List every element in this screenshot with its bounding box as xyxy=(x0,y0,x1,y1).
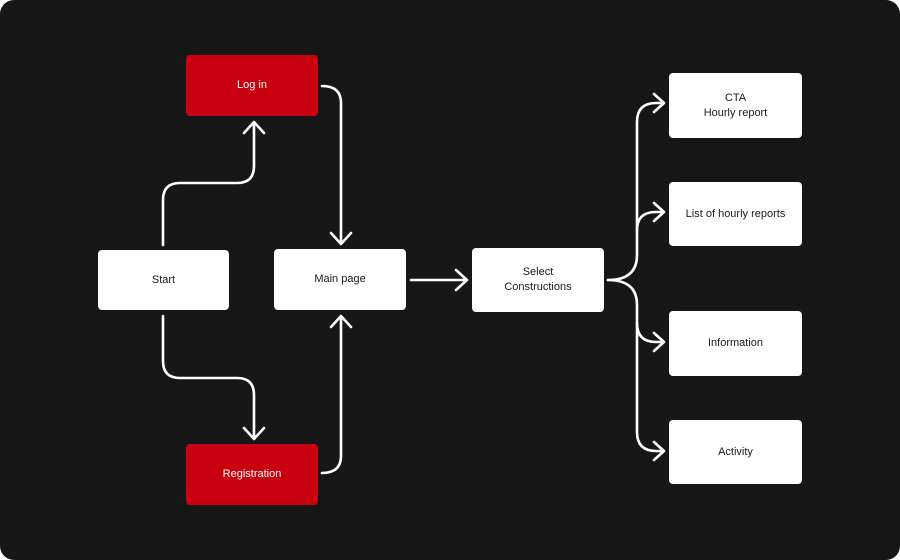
edge-select-to-list-of-hourly-reports-arrowhead xyxy=(652,201,666,223)
edge-select-to-information-arrowhead xyxy=(652,331,666,353)
node-log-in[interactable]: Log in xyxy=(186,55,318,116)
node-activity[interactable]: Activity xyxy=(669,420,802,484)
edge-start-to-registration xyxy=(161,314,256,439)
edge-login-to-main-page-arrowhead xyxy=(329,231,353,246)
edge-start-to-login-arrowhead xyxy=(242,120,266,135)
edge-select-to-list-of-hourly-reports xyxy=(635,210,665,232)
node-registration[interactable]: Registration xyxy=(186,444,318,505)
node-cta-hourly-report-line-2: Hourly report xyxy=(703,106,768,119)
node-list-of-hourly-reports-label: List of hourly reports xyxy=(685,207,786,220)
node-start[interactable]: Start xyxy=(98,250,229,310)
node-log-in-label: Log in xyxy=(237,79,267,91)
edge-registration-to-main-page-arrowhead xyxy=(329,314,353,329)
node-list-of-hourly-reports[interactable]: List of hourly reports xyxy=(669,182,802,246)
edge-start-to-registration-arrowhead xyxy=(242,426,266,441)
node-select-constructions[interactable]: Select Constructions xyxy=(472,248,604,312)
edge-registration-to-main-page xyxy=(320,315,343,475)
node-select-constructions-line-2: Constructions xyxy=(504,281,572,293)
edge-select-to-activity xyxy=(635,321,665,453)
node-select-constructions-line-1: Select xyxy=(522,266,554,278)
node-information[interactable]: Information xyxy=(669,311,802,376)
node-activity-label: Activity xyxy=(718,445,753,458)
edge-select-to-activity-arrowhead xyxy=(652,440,666,462)
edge-main-page-to-select-constructions-arrowhead xyxy=(454,268,469,292)
node-main-page-label: Main page xyxy=(314,273,366,285)
edge-select-to-cta-hourly-report-arrowhead xyxy=(652,92,666,114)
node-main-page[interactable]: Main page xyxy=(274,249,406,310)
node-cta-hourly-report-line-1: CTA xyxy=(724,91,747,104)
node-registration-label: Registration xyxy=(222,468,282,480)
node-start-label: Start xyxy=(151,273,176,286)
edge-login-to-main-page xyxy=(320,84,343,245)
edge-select-to-cta-hourly-report xyxy=(606,101,665,282)
edge-start-to-login xyxy=(161,121,256,247)
node-information-label: Information xyxy=(707,337,764,349)
node-cta-hourly-report[interactable]: CTA Hourly report xyxy=(669,73,802,138)
